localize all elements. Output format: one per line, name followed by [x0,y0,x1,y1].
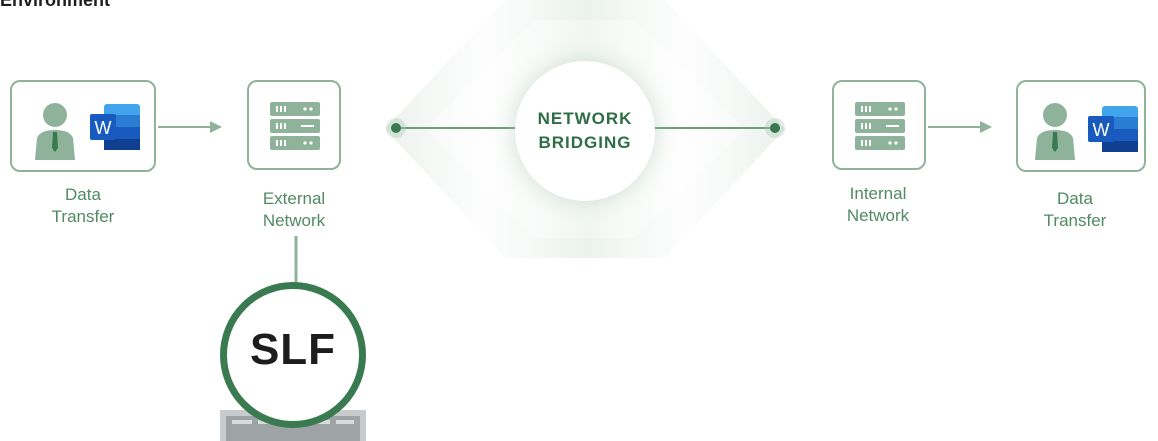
page-title: Environment [0,0,111,10]
network-bridging-label: NETWORK BRIDGING [515,107,655,155]
label-line: Network [846,206,910,225]
network-bridging-circle [515,61,655,201]
label-line: Data [65,185,101,204]
user-icon [1035,103,1075,160]
data-transfer-node-right: W [1016,80,1146,172]
label-line: Internal [849,184,907,203]
label-line: Network [262,211,326,230]
data-transfer-node-left: W [10,80,156,172]
data-transfer-label-right: Data Transfer [1005,188,1145,232]
word-icon: W [1088,106,1138,152]
data-transfer-label-left: Data Transfer [13,184,153,228]
slf-badge [220,282,366,428]
server-icon [270,102,320,150]
word-icon: W [90,104,140,150]
server-icon [855,102,905,150]
label-line: External [262,189,326,208]
label-line: Data [1057,189,1093,208]
slf-label: SLF [249,325,337,374]
internal-network-label: Internal Network [808,183,948,227]
internal-network-node [832,80,926,170]
external-network-label: External Network [224,188,364,232]
svg-text:W: W [95,118,112,138]
bridge-line: NETWORK [537,109,633,128]
label-line: Transfer [51,207,115,226]
bridge-line: BRIDGING [538,133,632,152]
user-icon [35,103,75,160]
label-line: Transfer [1043,211,1107,230]
external-network-node [247,80,341,170]
svg-text:W: W [1093,120,1110,140]
